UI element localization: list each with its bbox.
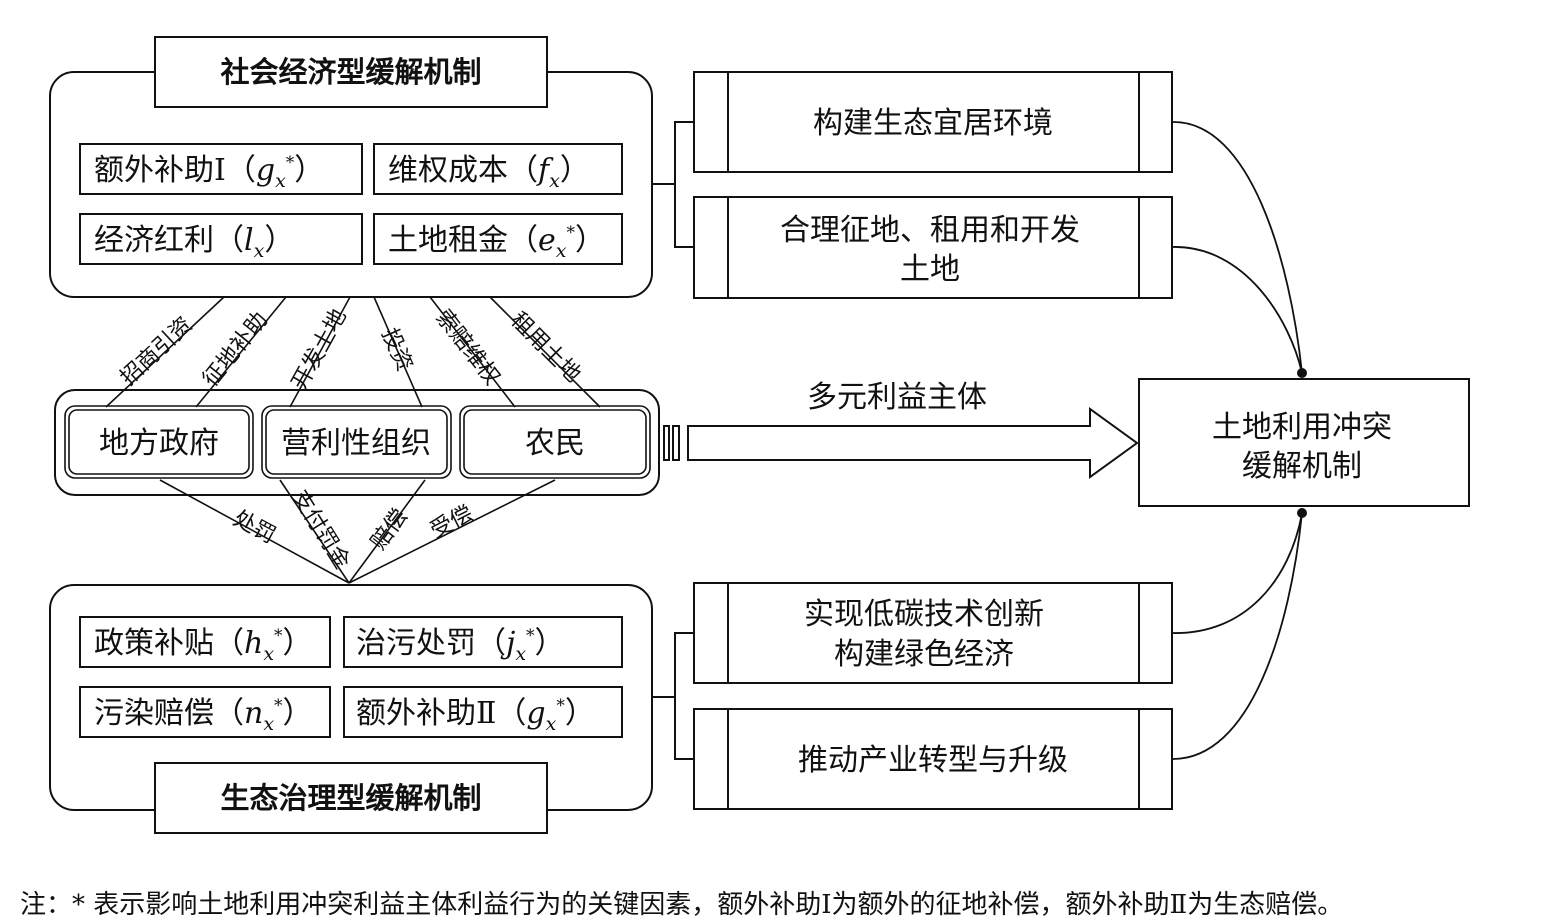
- ecological-title: 生态治理型缓解机制: [220, 781, 481, 815]
- socio-economic-title: 社会经济型缓解机制: [220, 55, 481, 89]
- arrow-body: [687, 407, 1139, 479]
- ecological-title-box: [154, 762, 548, 834]
- edge-line-claim-rights: [429, 296, 516, 408]
- outcome-land-use-line1: 合理征地、租用和开发: [780, 213, 1080, 248]
- stakeholder-government: 地方政府: [99, 426, 219, 461]
- target-line2: 缓解机制: [1242, 449, 1362, 484]
- factor-pollution-compensation: 污染赔偿（nx*）: [94, 696, 313, 735]
- edge-line-rent-land: [489, 296, 601, 408]
- edge-line-receive-compensation: [348, 479, 556, 584]
- factor-box-economic-dividend: [79, 213, 363, 265]
- stakeholder-enterprise: 营利性组织: [281, 426, 431, 461]
- stakeholder-box-farmer-inner: [463, 409, 647, 475]
- target-line1: 土地利用冲突: [1212, 410, 1392, 445]
- stakeholder-box-government: [64, 405, 254, 479]
- curve-low-carbon: [1171, 512, 1303, 634]
- edge-label-compensate: 赔偿: [366, 505, 412, 555]
- stakeholder-box-farmer: [459, 405, 651, 479]
- factor-rights-cost: 维权成本（fx）: [388, 153, 590, 192]
- factor-extra-subsidy-1: 额外补助Ⅰ（gx*）: [94, 153, 324, 192]
- upper-bracket: [652, 121, 694, 248]
- edge-line-pay-fine: [279, 479, 350, 584]
- curve-ecological-living: [1171, 121, 1303, 374]
- edge-line-penalty: [159, 479, 350, 584]
- edge-line-invest: [373, 296, 423, 408]
- edge-label-rent-land: 租用土地: [505, 308, 585, 388]
- edge-line-land-development: [289, 296, 351, 408]
- edge-label-receive-compensation: 受偿: [426, 501, 477, 543]
- stakeholder-box-enterprise-inner: [265, 409, 448, 475]
- edge-label-investment-attraction: 招商引资: [116, 312, 197, 390]
- factor-box-extra-subsidy-2: [343, 686, 623, 738]
- edge-label-invest: 投资: [376, 325, 417, 375]
- factor-box-rights-cost: [373, 143, 623, 195]
- factor-box-land-rent: [373, 213, 623, 265]
- edge-line-land-subsidy: [195, 296, 287, 408]
- arrow-label: 多元利益主体: [807, 380, 987, 415]
- outcome-land-use-line2: 土地: [900, 252, 960, 287]
- junction-dot-bottom: [1297, 508, 1307, 518]
- outcome-ecological-living: 构建生态宜居环境: [813, 106, 1053, 141]
- stakeholder-box-enterprise: [261, 405, 452, 479]
- edge-label-pay-fine: 支付罚金: [287, 486, 355, 574]
- factor-box-pollution-penalty: [343, 616, 623, 668]
- outcome-low-carbon-line2: 构建绿色经济: [834, 637, 1014, 672]
- footnote: 注：* 表示影响土地利用冲突利益主体利益行为的关键因素，额外补助Ⅰ为额外的征地补…: [20, 890, 1344, 920]
- factor-box-extra-subsidy-1: [79, 143, 363, 195]
- factor-extra-subsidy-2: 额外补助Ⅱ（gx*）: [356, 696, 595, 735]
- edge-label-land-development: 开发土地: [287, 305, 352, 394]
- factor-economic-dividend: 经济红利（lx）: [94, 223, 294, 262]
- junction-dot-top: [1297, 368, 1307, 378]
- stakeholder-box-government-inner: [68, 409, 250, 475]
- stakeholder-container: [54, 389, 660, 496]
- edge-label-penalty: 处罚: [229, 506, 280, 549]
- arrow-tail-bar-2: [672, 425, 680, 461]
- edge-label-claim-rights: 索赔维权: [430, 305, 504, 390]
- factor-land-rent: 土地租金（ex*）: [388, 223, 605, 262]
- factor-pollution-penalty: 治污处罚（jx*）: [356, 626, 565, 665]
- curve-industry-upgrade: [1171, 512, 1303, 760]
- factor-policy-subsidy: 政策补贴（hx*）: [94, 626, 313, 665]
- stakeholder-farmer: 农民: [525, 426, 585, 461]
- target-box: [1138, 378, 1470, 507]
- factor-box-pollution-compensation: [79, 686, 331, 738]
- edge-line-investment-attraction: [105, 296, 225, 408]
- edge-label-land-subsidy: 征地补助: [198, 308, 273, 392]
- outcome-low-carbon-line1: 实现低碳技术创新: [804, 597, 1044, 632]
- edge-line-compensate: [348, 479, 426, 584]
- socio-economic-title-box: [154, 36, 548, 108]
- outcome-box-land-use: [693, 196, 1173, 299]
- factor-box-policy-subsidy: [79, 616, 331, 668]
- diagram-canvas: 社会经济型缓解机制 生态治理型缓解机制 额外补助Ⅰ（gx*） 维权成本（fx） …: [49, 36, 1470, 834]
- outcome-industry-upgrade: 推动产业转型与升级: [798, 743, 1068, 778]
- arrow-tail-bar-1: [663, 425, 670, 461]
- lower-bracket: [652, 632, 694, 760]
- curve-land-use: [1171, 246, 1303, 374]
